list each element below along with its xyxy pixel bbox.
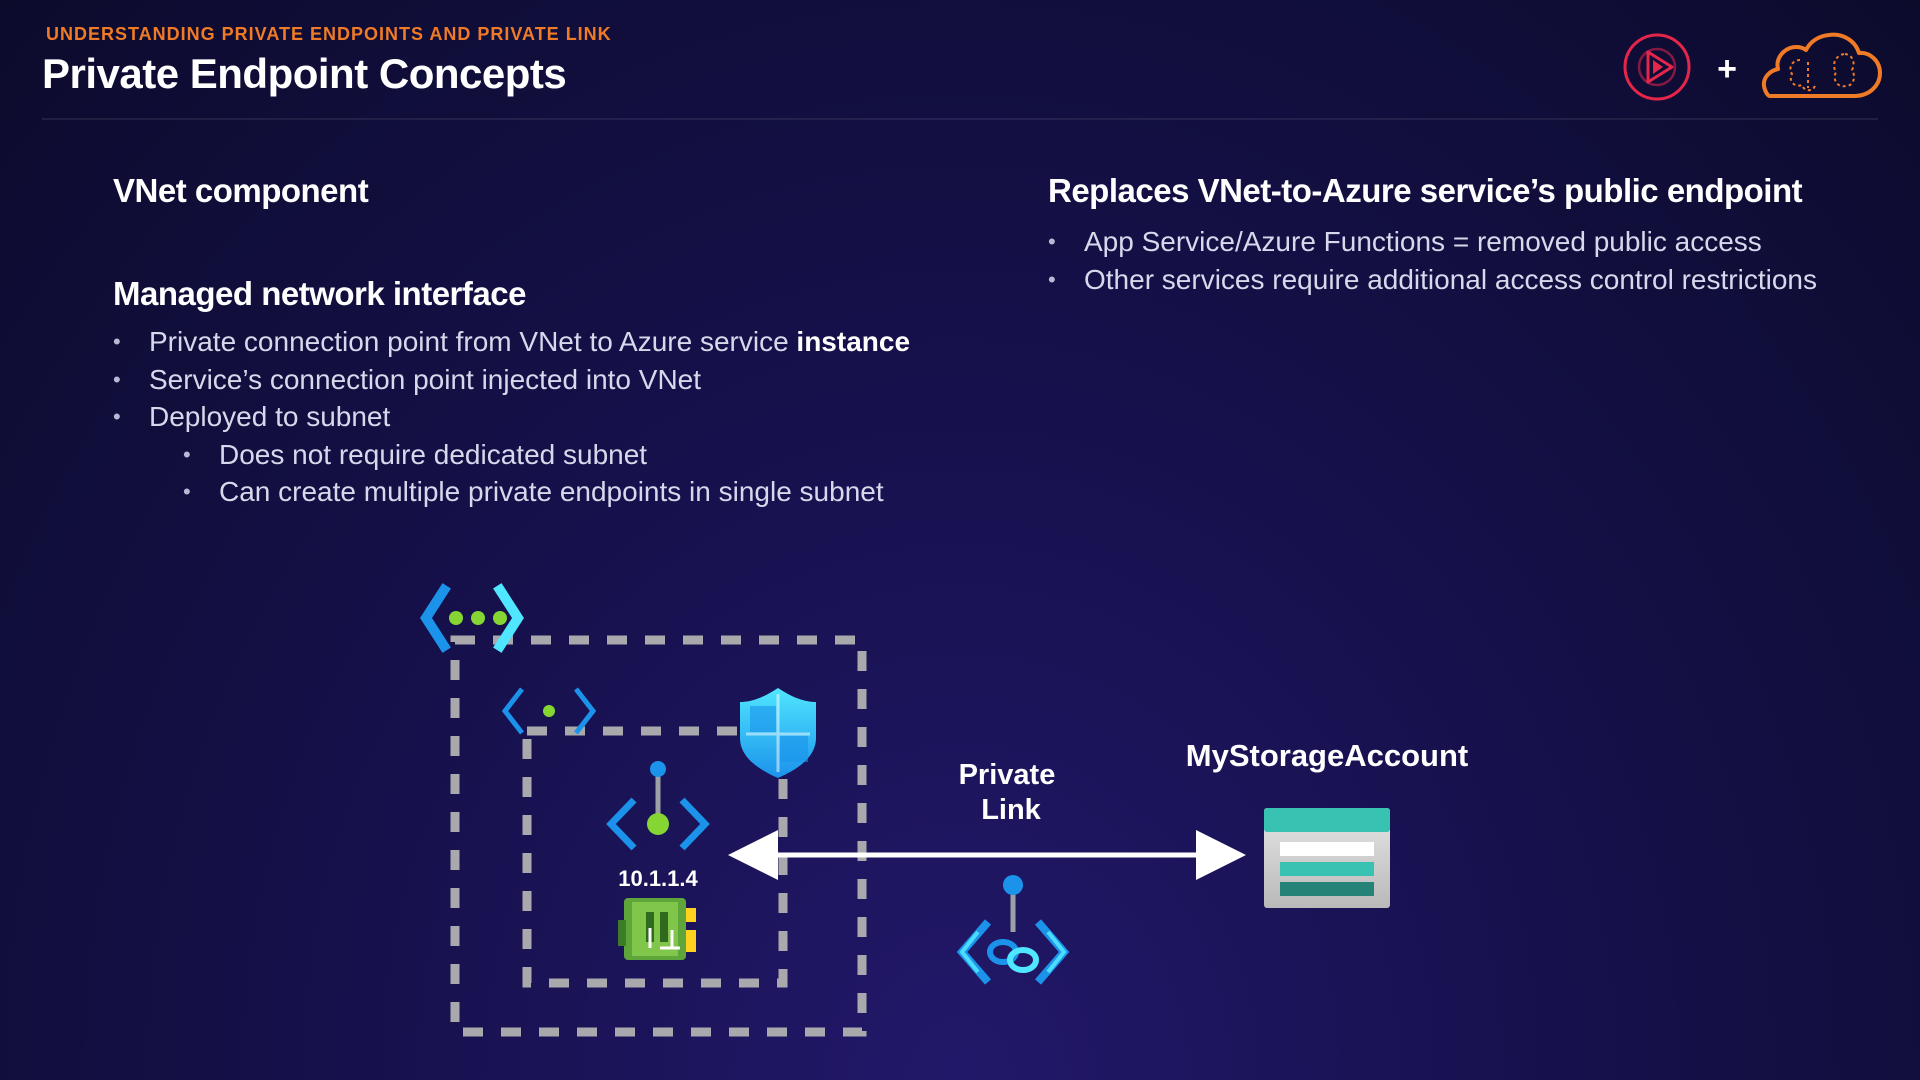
nsg-shield-icon — [740, 688, 816, 778]
managed-nic-heading: Managed network interface — [113, 275, 526, 312]
list-item: Deployed to subnet — [113, 398, 910, 436]
private-link-label-line1: Private — [959, 759, 1056, 791]
storage-account-label: MyStorageAccount — [1186, 738, 1468, 773]
list-item: App Service/Azure Functions = removed pu… — [1048, 223, 1817, 261]
private-endpoint-icon — [606, 761, 710, 851]
sub-list-item: Does not require dedicated subnet — [183, 436, 910, 474]
header-divider — [42, 118, 1878, 120]
replaces-public-endpoint-heading: Replaces VNet-to-Azure service’s public … — [1048, 172, 1803, 209]
brand-logos: + — [1622, 30, 1884, 105]
replaces-public-endpoint-bullets: App Service/Azure Functions = removed pu… — [1048, 223, 1817, 298]
list-item: Other services require additional access… — [1048, 261, 1817, 299]
ip-address-label: 10.1.1.4 — [618, 866, 698, 891]
vnet-icon — [420, 583, 524, 653]
vnet-component-heading: VNet component — [113, 172, 369, 209]
page-title: Private Endpoint Concepts — [42, 50, 567, 97]
managed-nic-bullets: Private connection point from VNet to Az… — [113, 323, 910, 511]
plus-sign: + — [1717, 50, 1737, 88]
subnet-boundary — [522, 726, 788, 988]
private-link-label-line2: Link — [981, 794, 1041, 826]
vnet-boundary — [450, 635, 867, 1037]
sub-list-item: Can create multiple private endpoints in… — [183, 473, 910, 511]
subnet-icon — [501, 687, 597, 735]
cloud-brain-logo — [1761, 32, 1882, 98]
section-kicker: UNDERSTANDING PRIVATE ENDPOINTS AND PRIV… — [46, 24, 612, 44]
emphasis-text: instance — [796, 326, 911, 357]
private-link-icon — [956, 875, 1070, 985]
list-item: Service’s connection point injected into… — [113, 361, 910, 399]
list-item: Private connection point from VNet to Az… — [113, 323, 910, 361]
storage-account-icon — [1264, 808, 1390, 908]
pluralsight-play-logo — [1623, 33, 1691, 101]
nic-icon — [618, 898, 696, 960]
private-link-label: Private Link — [959, 759, 1064, 826]
